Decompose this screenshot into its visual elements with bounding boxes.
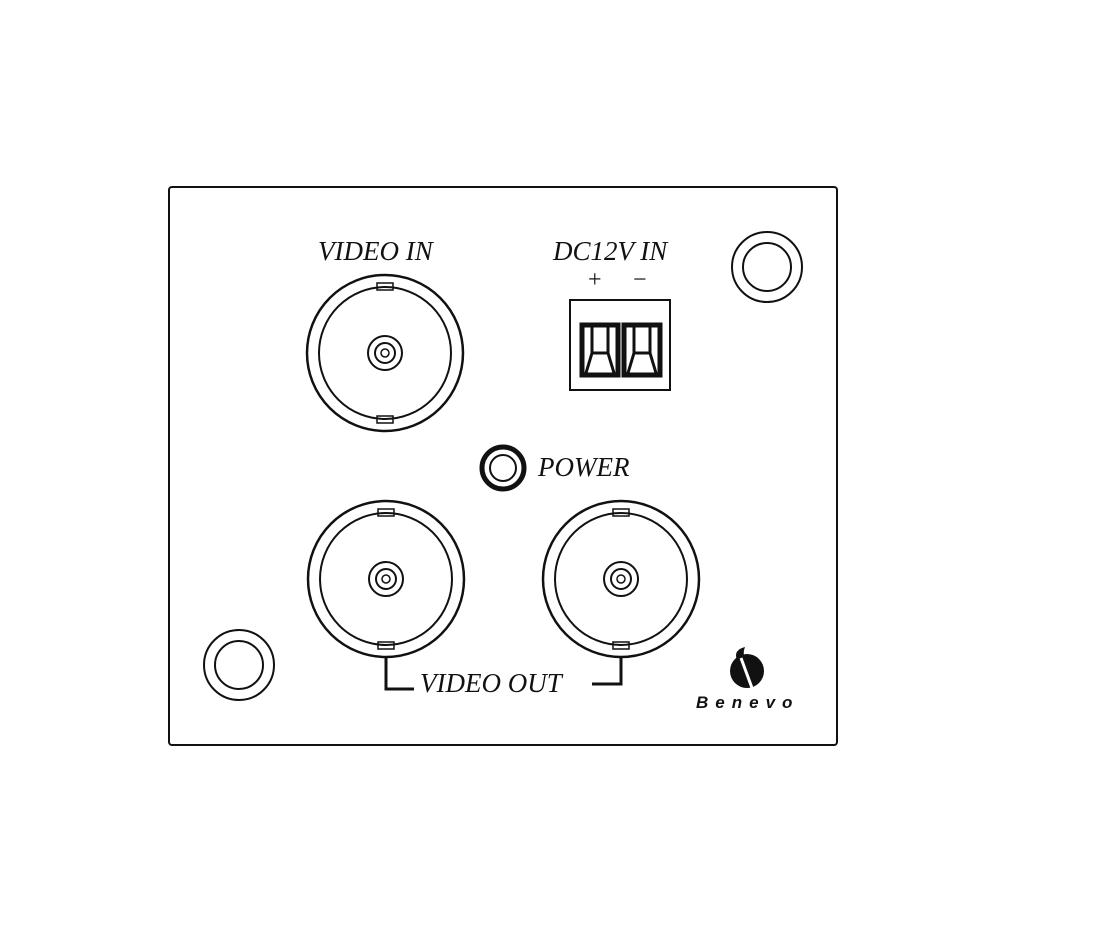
plus-label: + [588, 267, 602, 293]
panel-outline [168, 186, 838, 746]
terminal-plus [579, 322, 621, 378]
terminal-minus [621, 322, 663, 378]
bnc-video-out-1 [306, 499, 466, 659]
brand-text: Benevo [696, 693, 799, 712]
benevo-logo: Benevo [696, 647, 799, 712]
mounting-hole-top-right [731, 231, 803, 303]
dc-in-label: DC12V IN [552, 236, 669, 266]
mounting-hole-bottom-left [203, 629, 275, 701]
power-led [479, 444, 527, 492]
minus-label: − [633, 267, 647, 293]
power-label: POWER [537, 452, 630, 482]
dc-terminal-block [569, 299, 671, 391]
bnc-video-in [305, 273, 465, 433]
video-out-label: VIDEO OUT [420, 668, 564, 698]
video-in-label: VIDEO IN [318, 236, 435, 266]
bnc-video-out-2 [541, 499, 701, 659]
video-out-bracket [384, 657, 623, 691]
